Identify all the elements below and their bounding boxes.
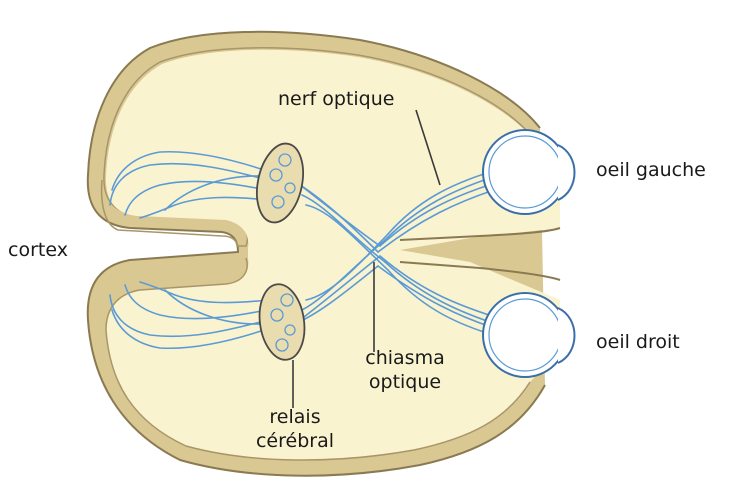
right-eye xyxy=(483,293,575,377)
label-relais-line2: cérébral xyxy=(240,429,350,453)
label-chiasma-line1: chiasma xyxy=(350,346,460,370)
label-nerf-optique: nerf optique xyxy=(278,87,394,111)
label-oeil-droit: oeil droit xyxy=(596,330,680,354)
label-cortex: cortex xyxy=(8,238,68,262)
label-oeil-gauche: oeil gauche xyxy=(596,158,706,182)
label-relais-cerebral: relais cérébral xyxy=(240,405,350,453)
label-chiasma-line2: optique xyxy=(350,370,460,394)
label-chiasma-optique: chiasma optique xyxy=(350,346,460,394)
label-relais-line1: relais xyxy=(240,405,350,429)
left-eye xyxy=(483,130,575,214)
